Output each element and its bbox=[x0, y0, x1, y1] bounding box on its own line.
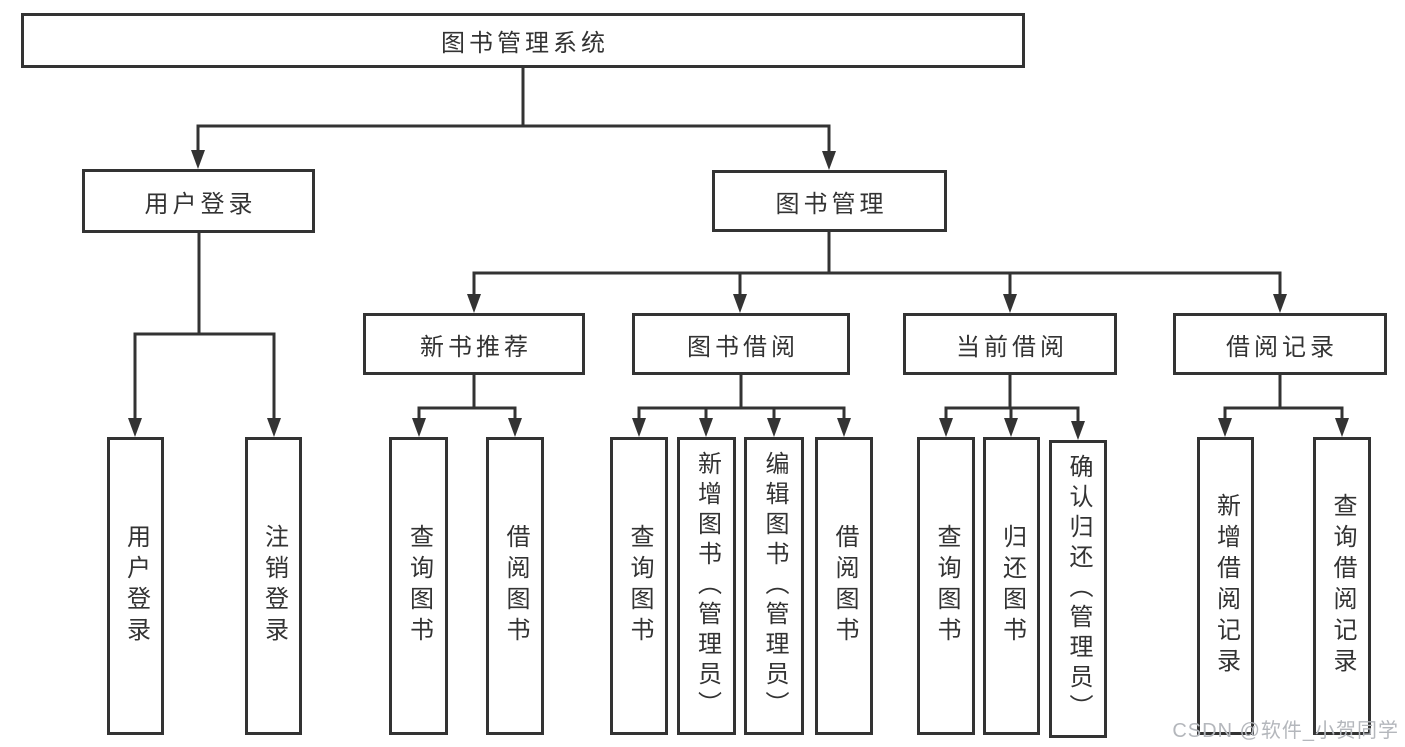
arrowhead bbox=[1273, 294, 1287, 313]
leaf-borrow-books: 借阅图书 bbox=[815, 437, 873, 735]
edge-records-to-leaves bbox=[1223, 375, 1344, 421]
arrowhead bbox=[1004, 418, 1018, 437]
edge-borrow-to-leaves bbox=[637, 375, 846, 421]
edge-userlogin-to-leaves bbox=[133, 233, 276, 421]
node-current-borrow: 当前借阅 bbox=[903, 313, 1117, 375]
edge-current-to-leaves bbox=[944, 375, 1080, 424]
edge-bookmgmt-to-level3 bbox=[472, 232, 1282, 297]
leaf-return-books: 归还图书 bbox=[983, 437, 1040, 735]
arrowhead bbox=[508, 418, 522, 437]
node-book-management: 图书管理 bbox=[712, 170, 947, 232]
leaf-query-books-recommend: 查询图书 bbox=[389, 437, 448, 735]
arrowhead bbox=[699, 418, 713, 437]
leaf-query-books-borrow: 查询图书 bbox=[610, 437, 668, 735]
edge-root-to-level2 bbox=[196, 68, 831, 154]
arrowhead bbox=[467, 294, 481, 313]
leaf-logout: 注销登录 bbox=[245, 437, 302, 735]
node-new-book-recommend: 新书推荐 bbox=[363, 313, 585, 375]
leaf-query-books-current: 查询图书 bbox=[917, 437, 975, 735]
leaf-user-login: 用户登录 bbox=[107, 437, 164, 735]
leaf-add-borrow-record: 新增借阅记录 bbox=[1197, 437, 1254, 735]
node-borrow-records: 借阅记录 bbox=[1173, 313, 1387, 375]
leaf-borrow-books-recommend: 借阅图书 bbox=[486, 437, 544, 735]
leaf-edit-books-admin: 编辑图书（管理员） bbox=[744, 437, 804, 735]
node-user-login: 用户登录 bbox=[82, 169, 315, 233]
arrowhead bbox=[128, 418, 142, 437]
leaf-add-books-admin: 新增图书（管理员） bbox=[677, 437, 736, 735]
arrowhead bbox=[733, 294, 747, 313]
arrowhead bbox=[939, 418, 953, 437]
arrowhead bbox=[191, 150, 205, 169]
csdn-watermark: CSDN @软件_小贺同学 bbox=[1172, 720, 1399, 742]
arrowhead bbox=[412, 418, 426, 437]
arrowhead bbox=[1335, 418, 1349, 437]
node-book-borrow: 图书借阅 bbox=[632, 313, 850, 375]
arrowhead bbox=[632, 418, 646, 437]
arrowhead bbox=[1071, 421, 1085, 440]
arrowhead bbox=[767, 418, 781, 437]
arrowheads bbox=[128, 150, 1349, 440]
arrowhead bbox=[822, 151, 836, 170]
arrowhead bbox=[1218, 418, 1232, 437]
arrowhead bbox=[1003, 294, 1017, 313]
arrowhead bbox=[267, 418, 281, 437]
leaf-query-borrow-record: 查询借阅记录 bbox=[1313, 437, 1371, 735]
leaf-confirm-return-admin: 确认归还（管理员） bbox=[1049, 440, 1107, 738]
edge-newbook-to-leaves bbox=[417, 375, 517, 421]
arrowhead bbox=[837, 418, 851, 437]
node-root-system: 图书管理系统 bbox=[21, 13, 1025, 68]
